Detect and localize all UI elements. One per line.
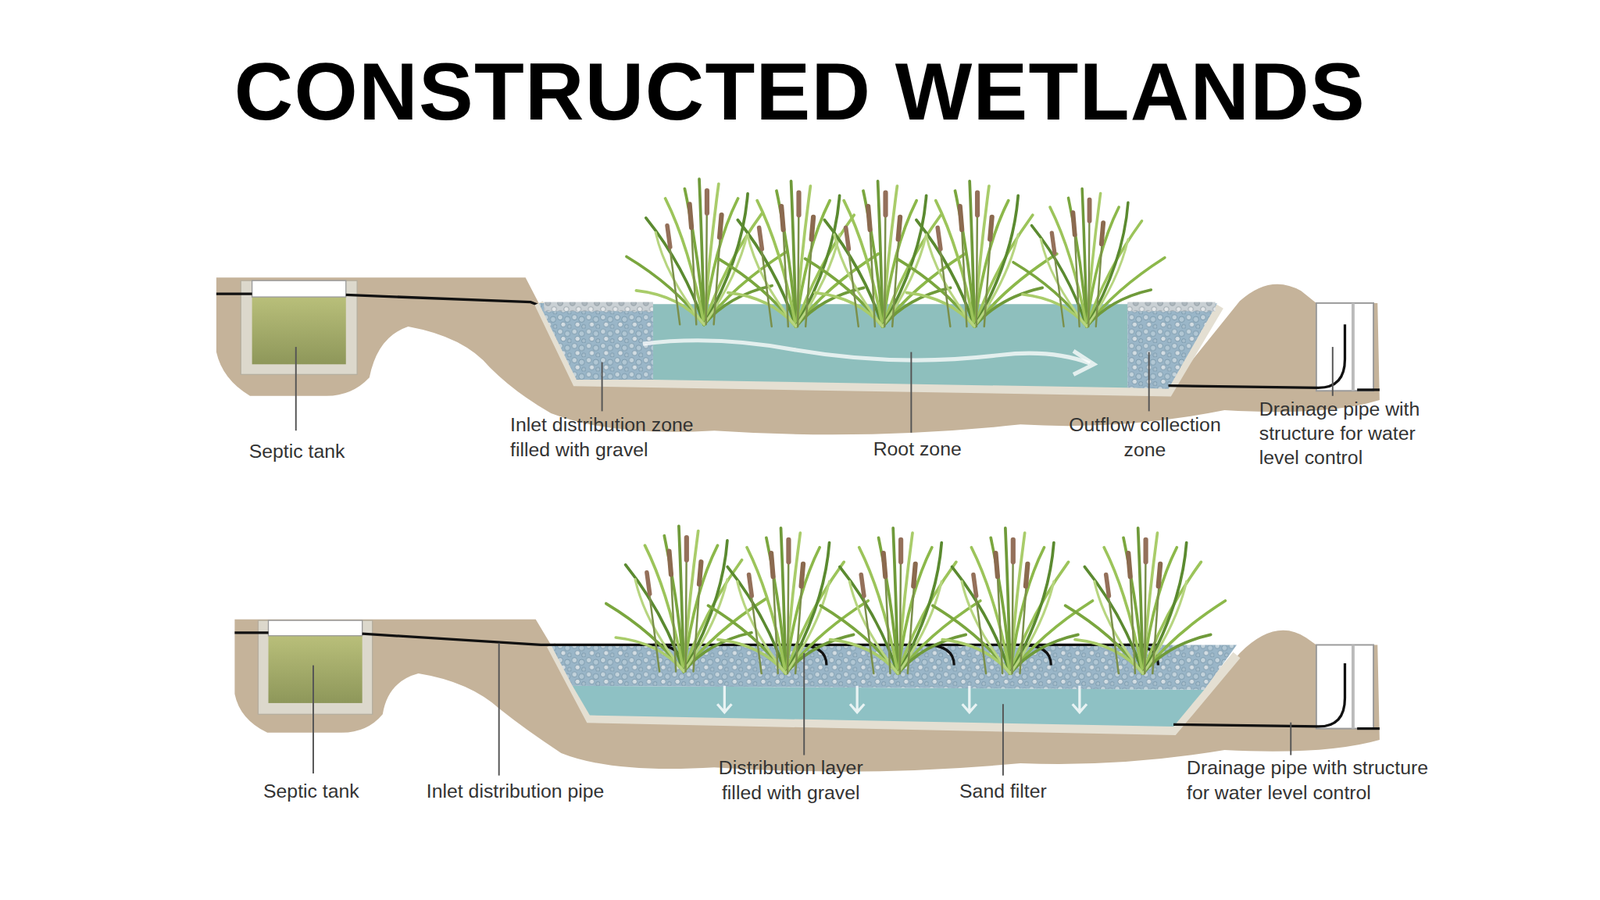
flow-arrows — [717, 685, 1087, 713]
tank-wall — [257, 620, 372, 715]
leader-line — [910, 352, 912, 433]
drainage-pipe — [1173, 663, 1345, 727]
part-label: Inlet distribution pipe — [392, 779, 638, 804]
part-label: Distribution layer filled with gravel — [701, 756, 881, 806]
part-label: Sand filter — [926, 779, 1080, 804]
part-label: Drainage pipe with structure for water l… — [1259, 396, 1441, 471]
reeds — [626, 178, 1165, 327]
down-arrow — [962, 685, 977, 713]
tank-liquid — [268, 635, 363, 704]
leader-line — [601, 362, 604, 412]
drain-outlet — [1357, 388, 1380, 391]
soil — [234, 619, 1379, 772]
down-arrow — [717, 685, 732, 713]
leader-line — [1002, 703, 1004, 775]
chamber-wall — [1351, 644, 1355, 729]
leader-line — [1332, 346, 1334, 397]
tank-lid — [252, 280, 347, 297]
part-label: Root zone — [840, 436, 994, 461]
gravel-inlet — [539, 303, 654, 380]
down-arrow — [1072, 685, 1087, 713]
leader-line — [312, 665, 315, 774]
part-label: Septic tank — [229, 779, 393, 804]
leader-line — [1148, 352, 1150, 412]
leader-line — [1289, 722, 1292, 756]
chamber-wall — [1351, 303, 1355, 391]
leader-lines — [313, 642, 1291, 776]
tank-wall — [240, 280, 358, 375]
part-label: Inlet distribution zone filled with grav… — [510, 413, 720, 463]
bottom-section — [234, 525, 1379, 775]
sand-filter — [572, 685, 1204, 727]
surface-stones — [543, 302, 654, 312]
inlet-pipe — [216, 293, 541, 307]
drainage-pipe — [1168, 324, 1346, 388]
flow-arrowhead — [1073, 350, 1094, 375]
part-label: Drainage pipe with structure for water l… — [1186, 756, 1447, 806]
leader-line — [803, 653, 805, 756]
tank-liquid — [252, 296, 347, 365]
gravel-outflow — [1127, 303, 1218, 390]
flow-arrow — [642, 340, 1090, 364]
leader-line — [498, 642, 500, 776]
drain-outlet — [1357, 727, 1380, 730]
surface-stones — [1127, 302, 1215, 312]
top-section — [216, 178, 1380, 435]
tank-lid — [268, 620, 363, 636]
diagram-title: CONSTRUCTED WETLANDS — [0, 50, 1600, 133]
reeds — [606, 525, 1225, 674]
part-label: Septic tank — [215, 439, 379, 465]
leader-line — [295, 346, 297, 431]
part-label: Outflow collection zone — [1057, 413, 1232, 463]
down-arrow — [850, 685, 865, 713]
